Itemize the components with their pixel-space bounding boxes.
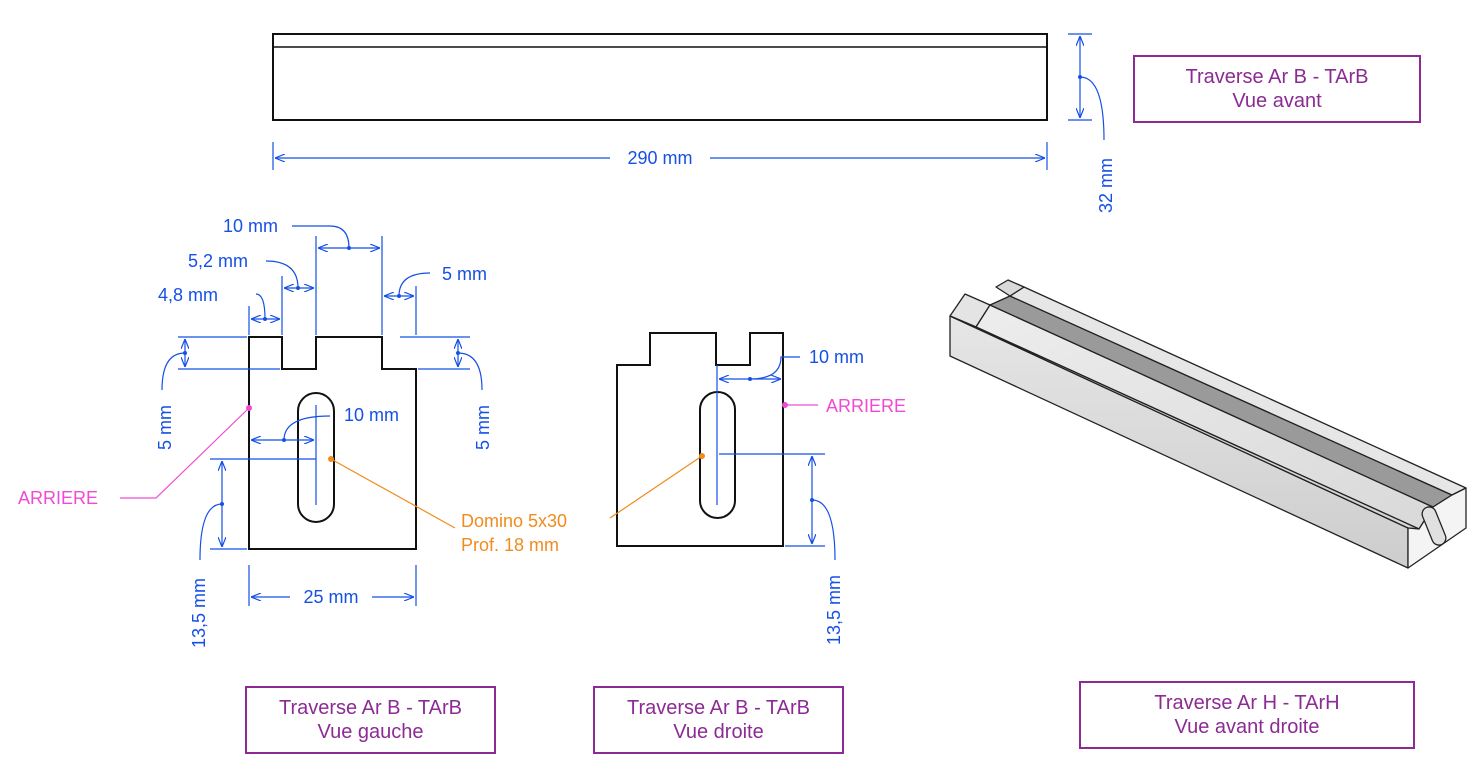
offset-5-right-label: 5 mm <box>442 264 487 284</box>
length-label: 290 mm <box>627 148 692 168</box>
iso-view-caption: Traverse Ar H - TArH Vue avant droite <box>1079 681 1415 749</box>
left-view-caption: Traverse Ar B - TArB Vue gauche <box>245 686 496 754</box>
domino-width-left-label: 10 mm <box>344 405 399 425</box>
height-dimension <box>1068 33 1105 141</box>
left-view: 10 mm 5,2 mm 4,8 mm 5 mm 5 mm 5 mm 10 mm… <box>18 216 493 648</box>
right-view-caption-subtitle: Vue droite <box>673 721 764 743</box>
left-view-outline <box>248 336 417 550</box>
front-view-caption-title: Traverse Ar B - TArB <box>1185 66 1369 88</box>
groove-depth-right-label: 5 mm <box>473 405 493 450</box>
isometric-view <box>949 279 1467 569</box>
width-label: 25 mm <box>303 587 358 607</box>
domino-height-left-label: 13,5 mm <box>189 578 209 648</box>
right-view-outline <box>616 332 784 547</box>
domino-height-right-label: 13,5 mm <box>824 575 844 645</box>
rear-right-label: ARRIERE <box>826 396 906 416</box>
iso-view-caption-subtitle: Vue avant droite <box>1174 716 1320 738</box>
front-view: 290 mm 32 mm <box>272 33 1116 213</box>
groove-depth-left-label: 5 mm <box>155 405 175 450</box>
height-label: 32 mm <box>1096 158 1116 213</box>
left-view-caption-subtitle: Vue gauche <box>317 721 424 743</box>
offset-52-label: 5,2 mm <box>188 251 248 271</box>
rear-left-label: ARRIERE <box>18 488 98 508</box>
offset-48-label: 4,8 mm <box>158 285 218 305</box>
domino-label-line1: Domino 5x30 <box>461 511 567 531</box>
domino-label-line2: Prof. 18 mm <box>461 535 559 555</box>
length-dimension <box>272 142 1048 170</box>
front-view-caption-subtitle: Vue avant <box>1232 90 1322 112</box>
right-view-caption: Traverse Ar B - TArB Vue droite <box>593 686 844 754</box>
front-view-outline <box>272 33 1048 121</box>
right-view-caption-title: Traverse Ar B - TArB <box>627 697 810 719</box>
domino-leaders <box>330 455 703 529</box>
left-domino-slot <box>297 392 335 523</box>
groove-width-label: 10 mm <box>223 216 278 236</box>
iso-view-caption-title: Traverse Ar H - TArH <box>1154 692 1340 714</box>
left-view-caption-title: Traverse Ar B - TArB <box>279 697 462 719</box>
front-view-caption: Traverse Ar B - TArB Vue avant <box>1133 55 1421 123</box>
domino-width-right-label: 10 mm <box>809 347 864 367</box>
right-view: 10 mm 13,5 mm ARRIERE <box>616 332 906 645</box>
